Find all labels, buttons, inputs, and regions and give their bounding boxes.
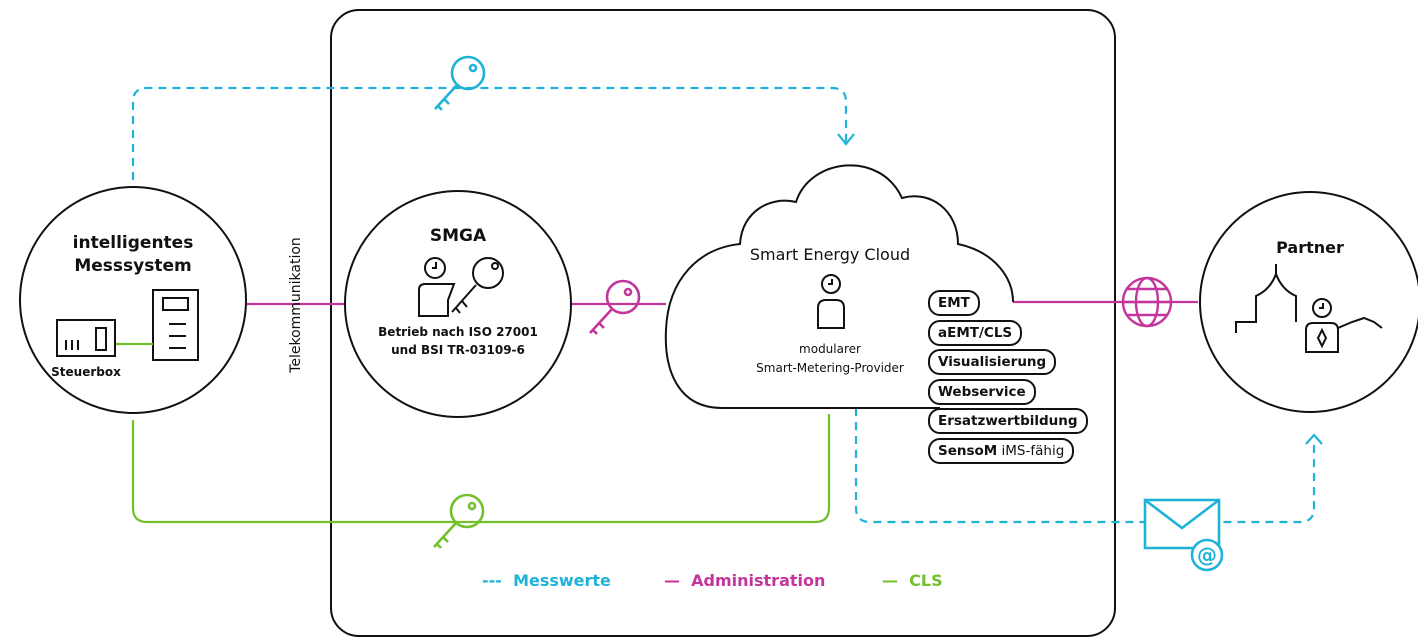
cloud-caption-line1: modularer: [799, 342, 861, 356]
platform-frame: [330, 9, 1116, 637]
legend-label: CLS: [909, 571, 943, 590]
svg-text:@: @: [1197, 543, 1217, 567]
module-label: SensoM: [938, 443, 998, 459]
smga-caption-line1: Betrieb nach ISO 27001: [378, 325, 538, 339]
messwerte-path-top: [131, 86, 848, 180]
module-pill: EMT: [928, 290, 980, 316]
legend-cls: — CLS: [882, 571, 943, 590]
ims-node: [19, 186, 247, 414]
legend-messwerte: --- Messwerte: [482, 571, 611, 590]
control-box-icon: [56, 319, 116, 357]
messwerte-arrowhead-cloud: [837, 133, 855, 146]
key-icon-administration: [589, 279, 641, 335]
module-label: Webservice: [938, 384, 1026, 400]
module-pill: Ersatzwertbildung: [928, 408, 1088, 434]
smga-caption-line2: und BSI TR-03109-6: [391, 343, 525, 357]
telekommunikation-label: Telekommunikation: [288, 237, 304, 373]
key-icon-messwerte: [434, 55, 486, 111]
module-pill: Webservice: [928, 379, 1036, 405]
person-key-icon: [418, 257, 504, 317]
module-label: Visualisierung: [938, 354, 1047, 370]
steuerbox-label: Steuerbox: [51, 365, 121, 379]
ims-title-line1: intelligentes: [72, 233, 194, 253]
module-label: Ersatzwertbildung: [938, 413, 1078, 429]
module-pill: aEMT/CLS: [928, 320, 1023, 346]
module-label: aEMT/CLS: [938, 325, 1013, 341]
legend-symbol: —: [882, 571, 898, 590]
legend-label: Administration: [691, 571, 826, 590]
key-icon-cls: [433, 493, 485, 549]
mail-icon: @: [1143, 498, 1224, 572]
module-label: EMT: [938, 295, 970, 311]
messwerte-arrowhead-partner: [1305, 433, 1323, 445]
city-skyline-icon: [1235, 264, 1383, 353]
partner-node: [1199, 191, 1418, 413]
cloud-caption-line2: Smart-Metering-Provider: [756, 361, 904, 375]
module-pill: Visualisierung: [928, 349, 1057, 375]
messwerte-path-bottom: [854, 408, 1316, 524]
ims-title-line2: Messsystem: [74, 256, 192, 276]
cls-path: [131, 414, 831, 524]
legend-symbol: ---: [482, 571, 502, 590]
smga-title: SMGA: [429, 226, 487, 246]
globe-icon: [1121, 276, 1173, 328]
meter-icon: [152, 289, 199, 361]
module-suffix: iMS-fähig: [997, 443, 1065, 459]
legend-label: Messwerte: [513, 571, 611, 590]
legend-administration: — Administration: [664, 571, 825, 590]
legend-symbol: —: [664, 571, 680, 590]
module-pill: SensoM iMS-fähig: [928, 438, 1075, 464]
partner-title: Partner: [1276, 238, 1344, 257]
cloud-title: Smart Energy Cloud: [749, 245, 911, 264]
person-icon: [817, 274, 845, 329]
